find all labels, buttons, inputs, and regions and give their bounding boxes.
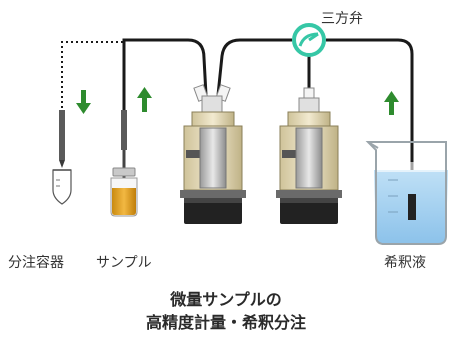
- diluent-label: 希釈液: [384, 255, 426, 271]
- valve-label: 三方弁: [321, 11, 363, 27]
- caption-line-2: 高精度計量・希釈分注: [145, 313, 306, 332]
- syringe-pump-2: [276, 87, 342, 224]
- valve-beaker-tube: [326, 38, 414, 196]
- dispense-nozzle: [59, 110, 65, 168]
- caption: 微量サンプルの 高精度計量・希釈分注: [0, 288, 452, 334]
- diluent-beaker: [365, 141, 448, 245]
- sample-vial: [110, 167, 138, 217]
- sample-label: サンプル: [96, 255, 152, 271]
- three-way-valve: [292, 23, 326, 57]
- dispense-container-label: 分注容器: [8, 255, 64, 271]
- arrow-up-icon: [384, 91, 399, 115]
- dispense-container: [52, 169, 72, 205]
- sample-tube: [122, 38, 208, 118]
- caption-line-1: 微量サンプルの: [170, 290, 282, 309]
- dispense-tube: [61, 41, 124, 118]
- pump1-valve-tube: [216, 38, 292, 96]
- syringe-pump-1: [180, 84, 246, 224]
- arrow-up-icon: [137, 87, 152, 112]
- arrow-down-icon: [76, 90, 91, 114]
